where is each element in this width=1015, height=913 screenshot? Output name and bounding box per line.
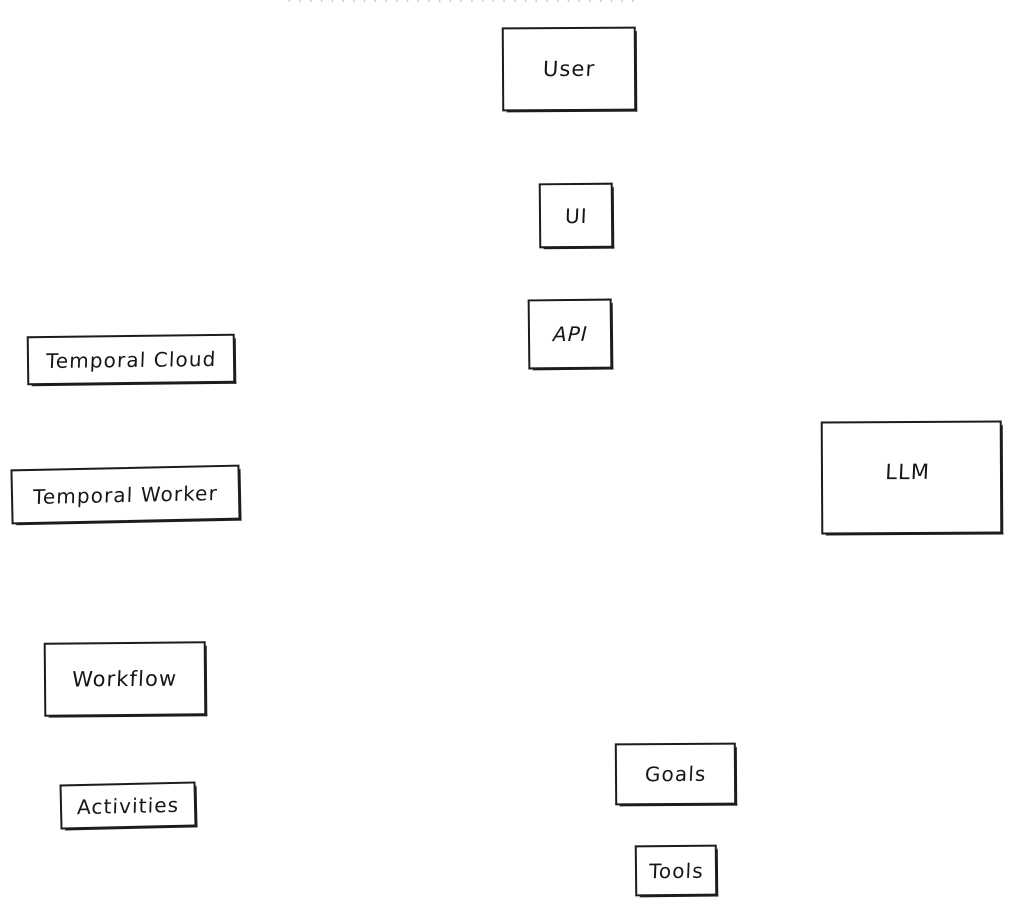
node-tools-label: Tools: [648, 858, 704, 883]
node-ui-label: UI: [564, 203, 588, 228]
node-api-label: API: [552, 321, 588, 347]
node-activities-label: Activities: [76, 792, 180, 819]
node-workflow-label: Workflow: [71, 666, 179, 692]
node-llm[interactable]: LLM: [820, 420, 1003, 535]
node-goals[interactable]: Goals: [614, 742, 737, 806]
node-tools[interactable]: Tools: [634, 844, 718, 897]
node-llm-label: LLM: [884, 459, 931, 484]
node-user[interactable]: User: [501, 26, 637, 112]
node-ui[interactable]: UI: [538, 182, 614, 249]
clipped-top-text: . . . . . . . . . . . . . . . . . . . . …: [0, 0, 1015, 6]
node-temporal-worker-label: Temporal Worker: [32, 480, 219, 509]
node-user-label: User: [542, 56, 596, 82]
node-temporal-worker[interactable]: Temporal Worker: [10, 464, 241, 525]
node-activities[interactable]: Activities: [59, 781, 197, 830]
clipped-top-text-label: . . . . . . . . . . . . . . . . . . . . …: [287, 0, 636, 6]
node-api[interactable]: API: [527, 298, 613, 370]
node-temporal-cloud[interactable]: Temporal Cloud: [26, 333, 236, 386]
node-temporal-cloud-label: Temporal Cloud: [45, 346, 217, 373]
node-goals-label: Goals: [644, 761, 707, 787]
node-workflow[interactable]: Workflow: [43, 641, 207, 717]
